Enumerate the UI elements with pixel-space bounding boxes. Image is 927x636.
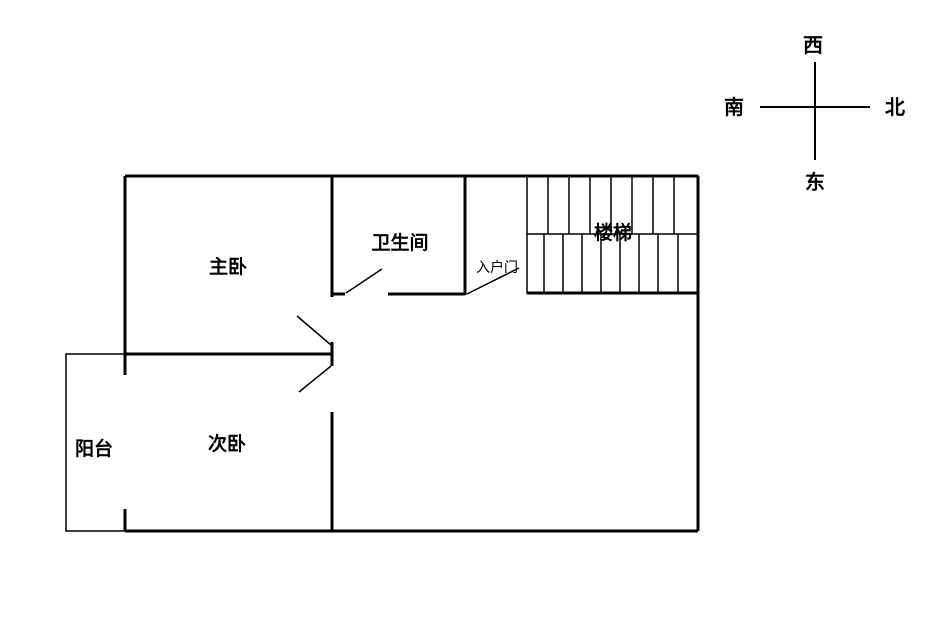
compass: 西 南 北 东	[724, 33, 905, 194]
doors	[296, 267, 520, 393]
balcony-label: 阳台	[75, 437, 113, 460]
master-bedroom-label: 主卧	[209, 256, 247, 278]
bathroom-door-leaf	[345, 268, 383, 294]
stairs	[526, 175, 699, 294]
second-bedroom-label: 次卧	[208, 432, 246, 455]
master-door-leaf	[296, 315, 332, 346]
second-door-leaf	[298, 365, 332, 393]
entrance-door-leaf	[466, 267, 520, 295]
bathroom-label: 卫生间	[371, 231, 428, 254]
compass-west-label: 西	[803, 33, 823, 57]
compass-north-label: 北	[885, 95, 905, 119]
entrance-door-label: 入户门	[476, 259, 518, 276]
walls	[65, 174, 700, 533]
stairs-label: 楼梯	[594, 221, 632, 244]
compass-south-label: 南	[724, 95, 744, 119]
balcony-outline	[65, 353, 125, 532]
compass-east-label: 东	[805, 170, 825, 194]
